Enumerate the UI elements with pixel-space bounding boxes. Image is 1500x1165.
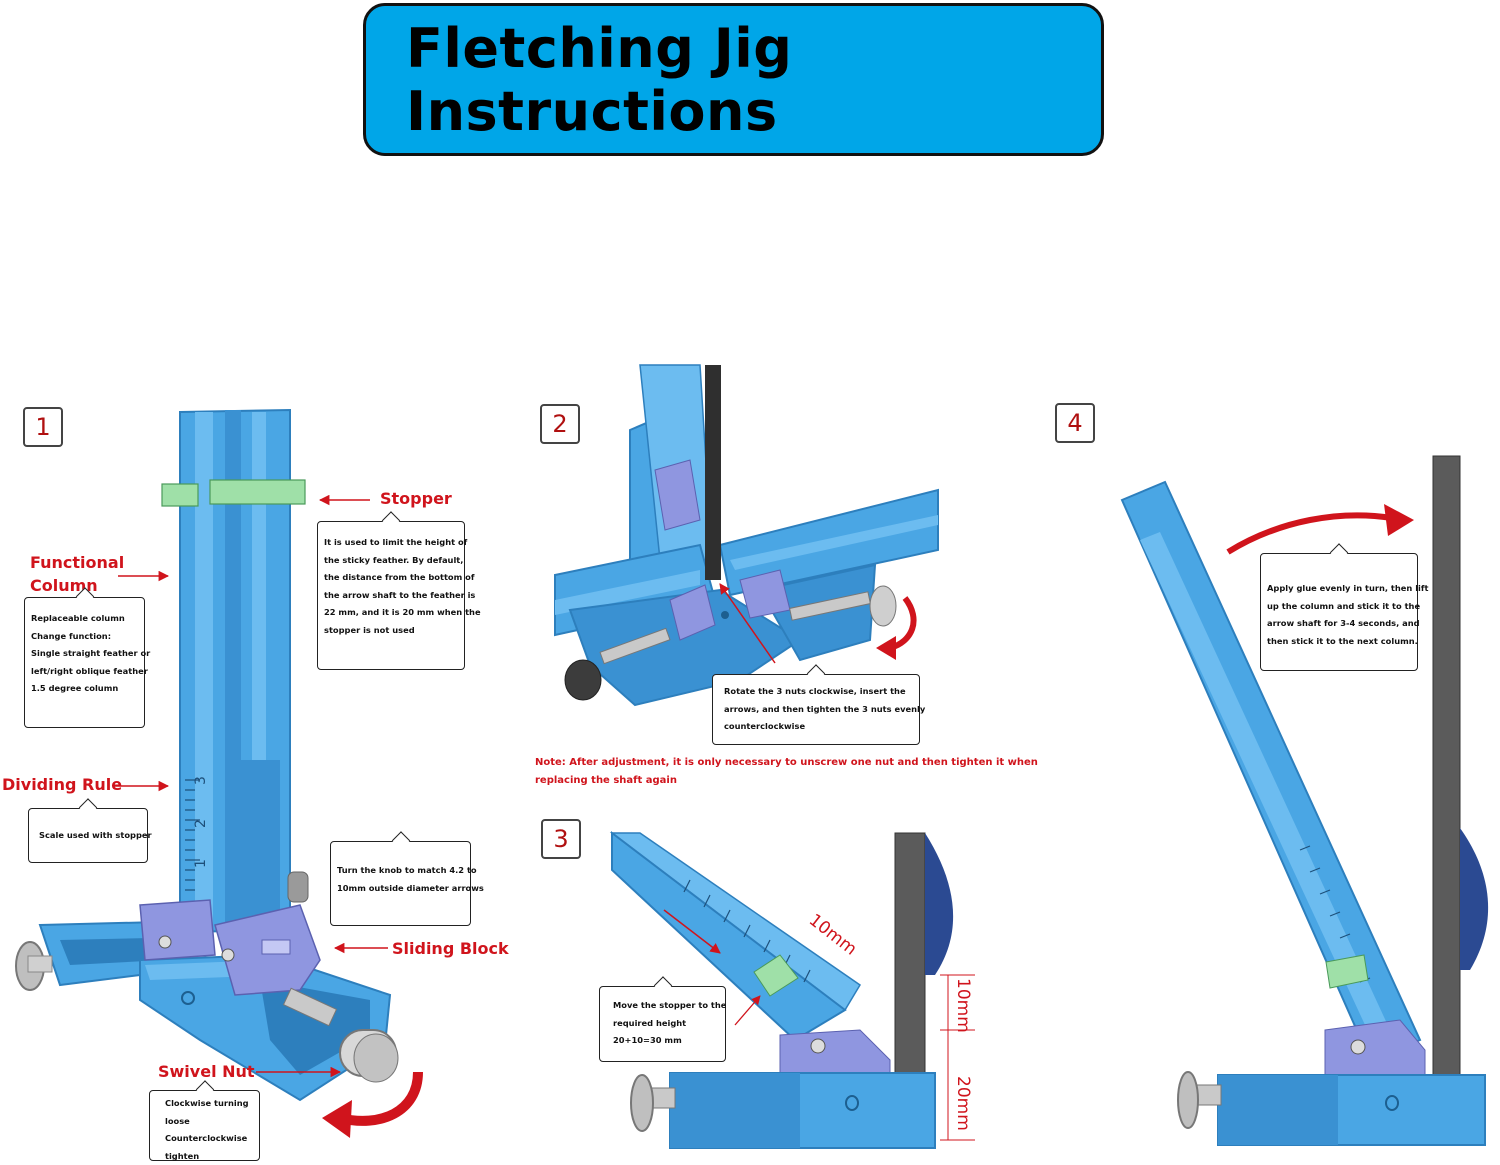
callout-functional-column: Replaceable column Change function: Sing… <box>24 597 150 728</box>
callout-dividing-rule: Scale used with stopper <box>28 808 152 863</box>
step-2-badge: 2 <box>540 404 580 444</box>
page-title: Fletching Jig Instructions <box>406 16 793 143</box>
panel-2-jig <box>554 364 939 707</box>
step-3-badge: 3 <box>541 819 581 859</box>
label-swivel-nut: Swivel Nut <box>158 1062 255 1081</box>
callout-swivel-nut: Clockwise turning loose Counterclockwise… <box>149 1090 260 1161</box>
dimension-lower: 20mm <box>953 1076 973 1131</box>
panel-4-jig <box>1120 455 1489 1146</box>
callout-apply-glue: Apply glue evenly in turn, then lift up … <box>1260 553 1428 671</box>
step-4-badge: 4 <box>1055 403 1095 443</box>
label-sliding-block: Sliding Block <box>392 939 509 958</box>
title-banner: Fletching Jig Instructions <box>363 3 1104 156</box>
panel-1-jig <box>15 408 423 1138</box>
panel-3-jig <box>609 830 975 1149</box>
label-functional-column-1: Functional <box>30 553 125 572</box>
scale-mark-1: 1 <box>193 859 209 868</box>
label-dividing-rule: Dividing Rule <box>2 775 123 794</box>
label-stopper: Stopper <box>380 489 452 508</box>
dimension-upper: 10mm <box>953 978 973 1033</box>
callout-move-stopper: Move the stopper to the required height … <box>599 986 726 1062</box>
adjustment-note: Note: After adjustment, it is only neces… <box>535 757 1038 786</box>
scale-mark-3: 3 <box>193 776 209 785</box>
callout-knob: Turn the knob to match 4.2 to 10mm outsi… <box>330 841 484 926</box>
step-1-badge: 1 <box>23 407 63 447</box>
callout-stopper: It is used to limit the height of the st… <box>317 521 481 670</box>
scale-mark-2: 2 <box>193 819 209 828</box>
callout-rotate-nuts: Rotate the 3 nuts clockwise, insert the … <box>712 674 925 745</box>
